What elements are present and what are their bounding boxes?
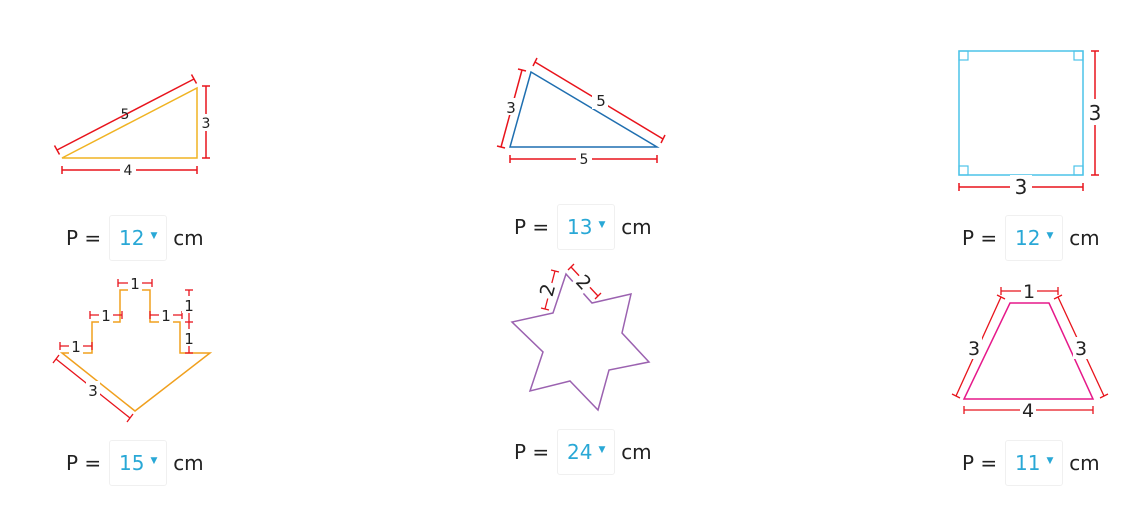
arrow-diag-label: 3 bbox=[88, 382, 98, 400]
unit-label: cm bbox=[621, 440, 652, 464]
obtuse-triangle-left-label: 3 bbox=[506, 99, 516, 117]
answer-value: 12 bbox=[119, 226, 145, 250]
answer-dropdown[interactable]: 12 ▼ bbox=[109, 215, 168, 261]
perimeter-answer-row: P = 15 ▼ cm bbox=[66, 440, 204, 486]
arrow-right-a-label: 1 bbox=[184, 297, 194, 315]
perimeter-answer-row: P = 24 ▼ cm bbox=[514, 429, 652, 475]
obtuse-triangle-top-label: 5 bbox=[596, 92, 606, 110]
unit-label: cm bbox=[621, 215, 652, 239]
right-triangle-base-label: 4 bbox=[124, 163, 133, 179]
answer-dropdown[interactable]: 15 ▼ bbox=[109, 440, 168, 486]
trapezoid-base-label: 4 bbox=[1022, 400, 1034, 420]
perimeter-label: P = bbox=[962, 226, 998, 250]
trapezoid-figure: 1 3 3 4 bbox=[951, 281, 1109, 420]
perimeter-answer-row: P = 12 ▼ cm bbox=[66, 215, 204, 261]
answer-dropdown[interactable]: 11 ▼ bbox=[1005, 440, 1064, 486]
unit-label: cm bbox=[1069, 451, 1100, 475]
obtuse-triangle-shape bbox=[509, 70, 660, 148]
trapezoid-right-label: 3 bbox=[1075, 338, 1087, 360]
caret-down-icon: ▼ bbox=[598, 445, 606, 455]
square-bottom-label: 3 bbox=[1015, 175, 1028, 199]
trapezoid-shape bbox=[962, 302, 1095, 400]
right-triangle-hyp-label: 5 bbox=[121, 107, 130, 123]
arrow-top-label: 1 bbox=[130, 275, 140, 293]
answer-dropdown[interactable]: 24 ▼ bbox=[557, 429, 616, 475]
right-triangle-figure: 5 3 4 bbox=[53, 74, 213, 179]
perimeter-label: P = bbox=[514, 215, 550, 239]
arrow-right-b-label: 1 bbox=[184, 330, 194, 348]
unit-label: cm bbox=[173, 226, 204, 250]
obtuse-triangle-figure: 3 5 5 bbox=[496, 57, 666, 168]
arrow-left-edge-label: 1 bbox=[71, 338, 81, 356]
perimeter-label: P = bbox=[962, 451, 998, 475]
obtuse-triangle-base-label: 5 bbox=[580, 152, 589, 168]
square-side-label: 3 bbox=[1089, 101, 1102, 125]
caret-down-icon: ▼ bbox=[1046, 456, 1054, 466]
star-shape bbox=[510, 272, 651, 412]
star-left-label: 2 bbox=[536, 282, 560, 299]
caret-down-icon: ▼ bbox=[598, 220, 606, 230]
star-figure: 2 2 bbox=[510, 263, 651, 412]
unit-label: cm bbox=[173, 451, 204, 475]
unit-label: cm bbox=[1069, 226, 1100, 250]
right-triangle-shape bbox=[61, 86, 198, 159]
arrow-shoulder-left-label: 1 bbox=[101, 307, 111, 325]
answer-value: 15 bbox=[119, 451, 145, 475]
square-shape bbox=[958, 50, 1084, 176]
answer-value: 24 bbox=[567, 440, 593, 464]
perimeter-answer-row: P = 13 ▼ cm bbox=[514, 204, 652, 250]
trapezoid-top-label: 1 bbox=[1023, 281, 1035, 303]
perimeter-answer-row: P = 11 ▼ cm bbox=[962, 440, 1100, 486]
caret-down-icon: ▼ bbox=[150, 456, 158, 466]
trapezoid-left-label: 3 bbox=[968, 338, 980, 360]
right-angle-marks bbox=[958, 50, 1084, 176]
square-figure: 3 3 bbox=[958, 50, 1104, 199]
answer-value: 13 bbox=[567, 215, 593, 239]
caret-down-icon: ▼ bbox=[1046, 231, 1054, 241]
arrow-shoulder-right-label: 1 bbox=[161, 307, 171, 325]
right-triangle-side-label: 3 bbox=[202, 116, 211, 132]
arrow-figure: 1 1 1 1 1 1 3 bbox=[52, 274, 213, 423]
perimeter-answer-row: P = 12 ▼ cm bbox=[962, 215, 1100, 261]
answer-dropdown[interactable]: 12 ▼ bbox=[1005, 215, 1064, 261]
caret-down-icon: ▼ bbox=[150, 231, 158, 241]
answer-value: 12 bbox=[1015, 226, 1041, 250]
perimeter-label: P = bbox=[66, 226, 102, 250]
dimension-line bbox=[53, 74, 198, 155]
answer-value: 11 bbox=[1015, 451, 1041, 475]
perimeter-label: P = bbox=[66, 451, 102, 475]
perimeter-label: P = bbox=[514, 440, 550, 464]
answer-dropdown[interactable]: 13 ▼ bbox=[557, 204, 616, 250]
